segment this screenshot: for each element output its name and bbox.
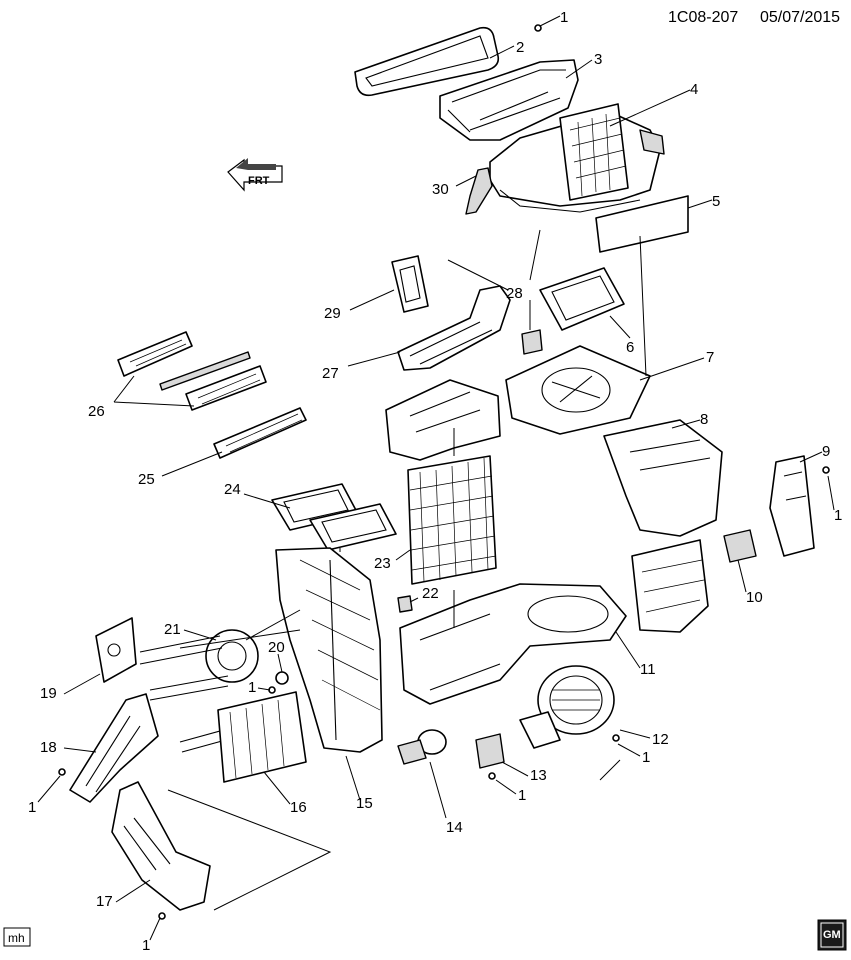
callout-20: 20 (268, 639, 285, 656)
callout-leaders (37, 15, 835, 941)
part-6-filter (539, 267, 625, 331)
part-17-duct (111, 781, 211, 911)
part-3-upper-cover (439, 59, 579, 141)
diagram-code: 1C08-207 (668, 9, 738, 26)
callout-2: 2 (516, 39, 524, 56)
callout-11: 11 (640, 661, 656, 678)
callout-1g: 1 (142, 937, 150, 954)
part-26-vents (117, 331, 267, 411)
part-29-seal (391, 255, 429, 313)
callout-22: 22 (422, 585, 439, 602)
part-9-bracket (769, 455, 815, 557)
part-5-cover (595, 195, 689, 253)
initials-text: mh (8, 931, 25, 945)
callout-labels: 1 2 3 4 30 5 29 28 6 27 7 26 8 9 25 1 24… (28, 9, 842, 954)
screws (58, 24, 830, 920)
callout-17: 17 (96, 893, 113, 910)
part-28-clip (521, 329, 543, 355)
callout-3: 3 (594, 51, 602, 68)
callout-9: 9 (822, 443, 830, 460)
callout-13: 13 (530, 767, 547, 784)
part-18-bracket (69, 693, 159, 803)
callout-1f: 1 (518, 787, 526, 804)
front-arrow-label: FRT (248, 175, 270, 187)
callout-23: 23 (374, 555, 391, 572)
part-4-air-inlet (489, 103, 665, 213)
part-25-grille (213, 407, 307, 459)
part-11-lower-case (399, 583, 627, 705)
callout-1d: 1 (28, 799, 36, 816)
part-24-seals (271, 483, 397, 551)
initials-box: mh (3, 927, 31, 947)
front-direction-arrow: FRT (227, 158, 283, 192)
part-14-connector (397, 729, 447, 765)
part-8-duct (603, 419, 723, 537)
callout-12: 12 (652, 731, 669, 748)
callout-1e: 1 (642, 749, 650, 766)
lower-duct (631, 539, 709, 633)
callout-25: 25 (138, 471, 155, 488)
callout-27: 27 (322, 365, 339, 382)
part-20-clip (275, 671, 289, 685)
part-10-actuator (723, 529, 757, 563)
callout-19: 19 (40, 685, 57, 702)
heater-tubes (139, 635, 263, 753)
part-12-blower-motor (519, 665, 615, 749)
part-27-duct (397, 285, 511, 371)
callout-15: 15 (356, 795, 373, 812)
part-13-resistor (475, 733, 505, 769)
mode-door-assembly (385, 379, 501, 461)
callout-28: 28 (506, 285, 523, 302)
part-23-evaporator (407, 455, 497, 585)
gm-logo-text: GM (823, 929, 841, 941)
diagram-date: 05/07/2015 (760, 9, 840, 26)
callout-8: 8 (700, 411, 708, 428)
callout-18: 18 (40, 739, 57, 756)
assembly-lines (167, 229, 647, 911)
part-15-heater-case (275, 547, 383, 753)
callout-1c: 1 (248, 679, 256, 696)
part-2-seal (354, 26, 500, 97)
callout-1b: 1 (834, 507, 842, 524)
callout-1: 1 (560, 9, 568, 26)
callout-6: 6 (626, 339, 634, 356)
callout-7: 7 (706, 349, 714, 366)
callout-16: 16 (290, 799, 307, 816)
part-19-gasket (95, 617, 137, 683)
part-22-clip (397, 595, 413, 613)
callout-14: 14 (446, 819, 463, 836)
gm-logo: GM (817, 919, 847, 951)
callout-21: 21 (164, 621, 181, 638)
callout-5: 5 (712, 193, 720, 210)
part-16-heater-core (217, 691, 307, 783)
callout-29: 29 (324, 305, 341, 322)
callout-30: 30 (432, 181, 449, 198)
part-7-blower-upper (505, 345, 651, 435)
callout-26: 26 (88, 403, 105, 420)
callout-4: 4 (690, 81, 698, 98)
part-21-ring (205, 629, 259, 683)
part-30-actuator (465, 167, 493, 215)
callout-10: 10 (746, 589, 763, 606)
callout-24: 24 (224, 481, 241, 498)
